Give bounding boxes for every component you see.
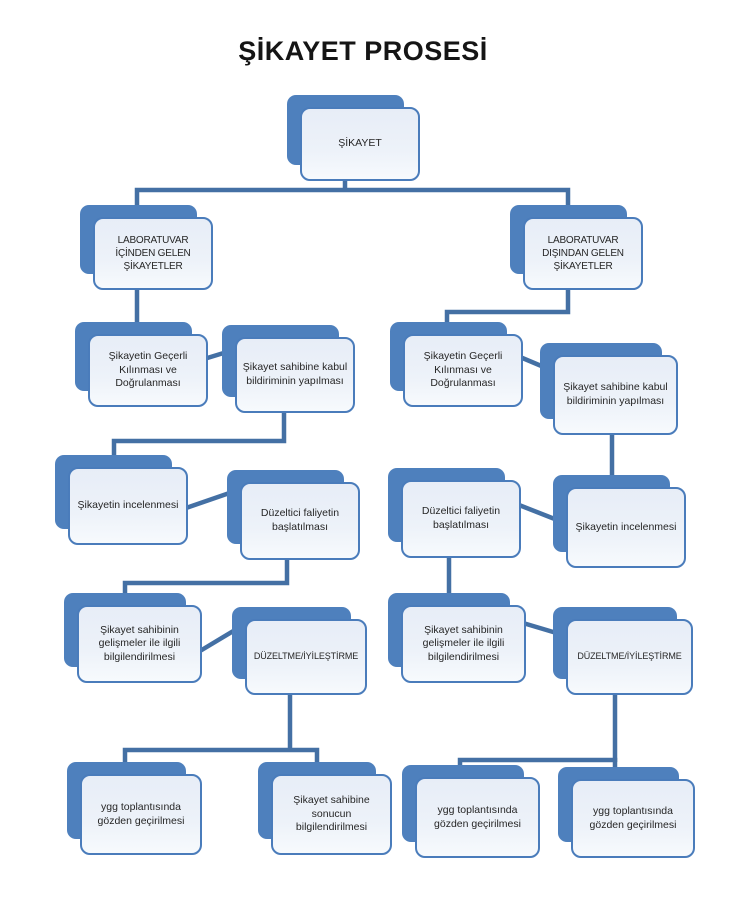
node-left-duzeltici-faliyet: Düzeltici faliyetin başlatılması [227, 470, 360, 560]
node-label: Şikayet sahibinin gelişmeler ile ilgili … [98, 623, 181, 663]
node-label: Şikayet sahibinin gelişmeler ile ilgili … [422, 623, 505, 663]
node-panel: ygg toplantısında gözden geçirilmesi [415, 777, 540, 858]
node-sikayet: ŞİKAYET [287, 95, 420, 181]
node-label: Şikayet sahibine kabul bildiriminin yapı… [563, 381, 668, 407]
node-panel: ygg toplantısında gözden geçirilmesi [80, 774, 202, 855]
node-label: Şikayetin incelenmesi [575, 520, 677, 533]
node-left-gecerli-kilinmasi: Şikayetin Geçerli Kılınması ve Doğrulanm… [75, 322, 208, 407]
node-panel: ŞİKAYET [300, 107, 420, 181]
node-label: Şikayet sahibine sonucun bilgilendirilme… [293, 794, 370, 834]
node-panel: Şikayet sahibine kabul bildiriminin yapı… [553, 355, 678, 435]
node-panel: Düzeltici faliyetin başlatılması [401, 480, 521, 558]
node-left-duzeltme-iyilestirme: DÜZELTME/İYİLEŞTİRME [232, 607, 367, 695]
node-panel: Şikayetin incelenmesi [566, 487, 686, 568]
node-label: Düzeltici faliyetin başlatılması [260, 507, 340, 533]
node-left-kabul-bildirimi: Şikayet sahibine kabul bildiriminin yapı… [222, 325, 355, 413]
node-label: DÜZELTME/İYİLEŞTİRME [577, 651, 682, 662]
node-label: ŞİKAYET [338, 137, 382, 150]
node-panel: DÜZELTME/İYİLEŞTİRME [566, 619, 693, 695]
node-right-ygg-gozden-gecirme-1: ygg toplantısında gözden geçirilmesi [402, 765, 540, 858]
node-panel: Şikayetin Geçerli Kılınması ve Doğrulanm… [88, 334, 208, 407]
node-panel: Şikayet sahibinin gelişmeler ile ilgili … [401, 605, 526, 683]
node-label: LABORATUVAR DIŞINDAN GELEN ŞİKAYETLER [542, 235, 624, 272]
node-panel: Şikayetin Geçerli Kılınması ve Doğrulanm… [403, 334, 523, 407]
node-label: Düzeltici faliyetin başlatılması [421, 505, 501, 531]
node-label: ygg toplantısında gözden geçirilmesi [589, 804, 677, 831]
node-label: Şikayet sahibine kabul bildiriminin yapı… [242, 361, 348, 387]
node-label: LABORATUVAR İÇİNDEN GELEN ŞİKAYETLER [115, 235, 191, 272]
node-panel: Şikayet sahibine kabul bildiriminin yapı… [235, 337, 355, 413]
node-label: Şikayetin incelenmesi [77, 499, 179, 512]
node-lab-disindan: LABORATUVAR DIŞINDAN GELEN ŞİKAYETLER [510, 205, 643, 290]
node-label: ygg toplantısında gözden geçirilmesi [97, 800, 185, 827]
node-right-gecerli-kilinmasi: Şikayetin Geçerli Kılınması ve Doğrulanm… [390, 322, 523, 407]
node-label: Şikayetin Geçerli Kılınması ve Doğrulanm… [423, 350, 503, 390]
node-panel: LABORATUVAR DIŞINDAN GELEN ŞİKAYETLER [523, 217, 643, 290]
node-left-sonuc-bilgilendirme: Şikayet sahibine sonucun bilgilendirilme… [258, 762, 392, 855]
node-label: ygg toplantısında gözden geçirilmesi [434, 803, 521, 830]
node-panel: ygg toplantısında gözden geçirilmesi [571, 779, 695, 858]
node-panel: LABORATUVAR İÇİNDEN GELEN ŞİKAYETLER [93, 217, 213, 290]
node-panel: Şikayet sahibinin gelişmeler ile ilgili … [77, 605, 202, 683]
node-panel: Düzeltici faliyetin başlatılması [240, 482, 360, 560]
node-right-inceleme: Şikayetin incelenmesi [553, 475, 686, 568]
node-label: Şikayetin Geçerli Kılınması ve Doğrulanm… [108, 350, 188, 390]
node-right-duzeltme-iyilestirme: DÜZELTME/İYİLEŞTİRME [553, 607, 693, 695]
node-panel: Şikayet sahibine sonucun bilgilendirilme… [271, 774, 392, 855]
node-lab-icinden: LABORATUVAR İÇİNDEN GELEN ŞİKAYETLER [80, 205, 213, 290]
node-left-ygg-gozden-gecirme: ygg toplantısında gözden geçirilmesi [67, 762, 202, 855]
node-right-bilgilendirme: Şikayet sahibinin gelişmeler ile ilgili … [388, 593, 526, 683]
node-right-ygg-gozden-gecirme-2: ygg toplantısında gözden geçirilmesi [558, 767, 695, 858]
node-label: DÜZELTME/İYİLEŞTİRME [253, 651, 359, 662]
node-left-inceleme: Şikayetin incelenmesi [55, 455, 188, 545]
node-panel: DÜZELTME/İYİLEŞTİRME [245, 619, 367, 695]
node-panel: Şikayetin incelenmesi [68, 467, 188, 545]
node-right-kabul-bildirimi: Şikayet sahibine kabul bildiriminin yapı… [540, 343, 678, 435]
node-left-bilgilendirme: Şikayet sahibinin gelişmeler ile ilgili … [64, 593, 202, 683]
page-title: ŞİKAYET PROSESİ [238, 36, 488, 66]
node-right-duzeltici-faliyet: Düzeltici faliyetin başlatılması [388, 468, 521, 558]
